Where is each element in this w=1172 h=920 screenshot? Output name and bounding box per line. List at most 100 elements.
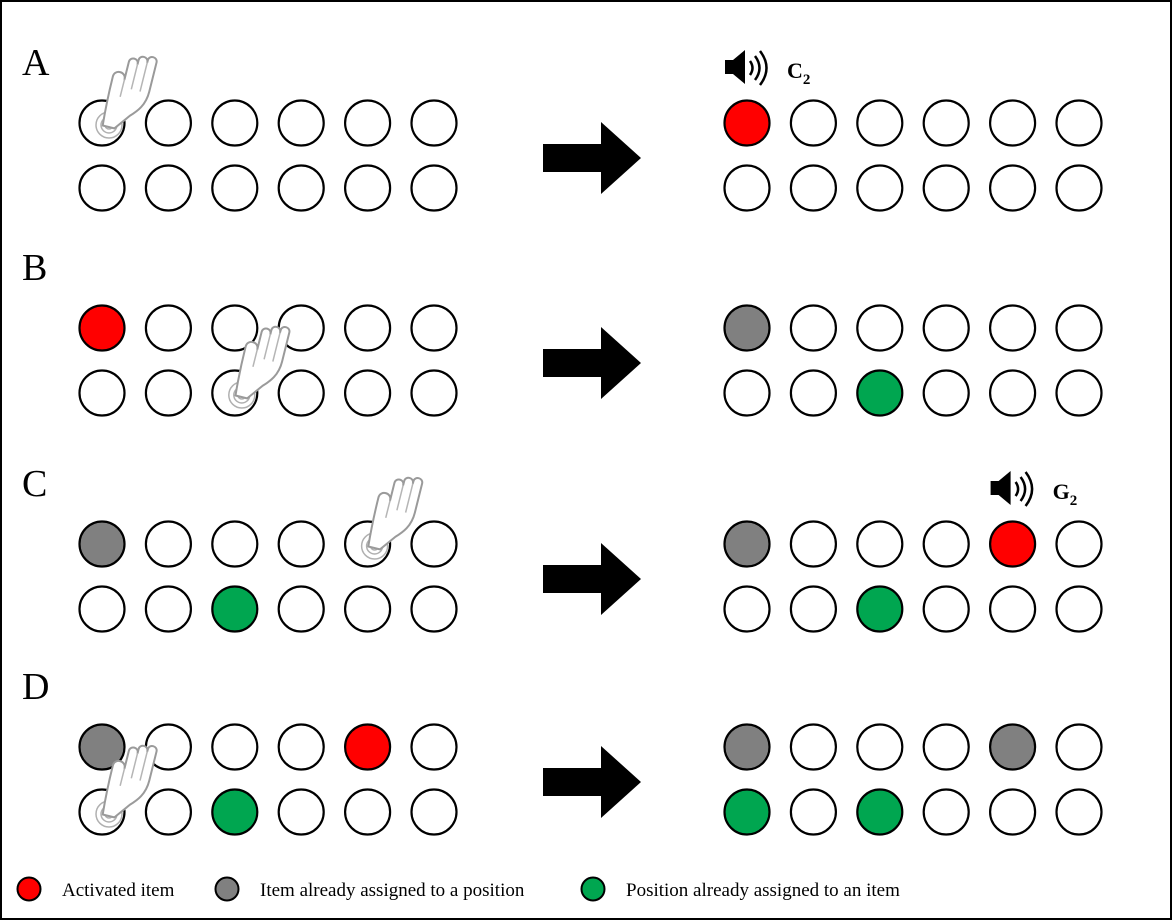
before-circle-r0-c3-empty [277,520,325,568]
note-label: G2 [1053,479,1078,509]
after-circle-r0-c2-empty [856,99,904,147]
after-circle-r0-c3-empty [922,723,970,771]
after-circle-r0-c3-empty [922,304,970,352]
after-circle-r1-c4-empty [988,369,1037,417]
legend-label: Position already assigned to an item [626,880,900,901]
after-grid [723,520,1103,633]
after-circle-r1-c1-empty [789,585,838,633]
after-circle-r1-c1-empty [789,164,838,212]
after-circle-r0-c4-empty [988,99,1037,147]
after-grid [723,723,1103,836]
before-circle-r1-c2-assigned_position [211,585,259,633]
before-circle-r1-c5-empty [410,369,458,417]
before-circle-r0-c2-empty [211,723,259,771]
before-circle-r0-c3-empty [277,723,325,771]
after-circle-r1-c3-empty [922,788,970,836]
after-grid [723,99,1103,212]
after-circle-r1-c0-assigned_position [723,788,771,836]
after-circle-r1-c5-empty [1055,164,1103,212]
after-circle-r0-c3-empty [922,520,970,568]
after-circle-r0-c4-assigned_item [988,723,1037,771]
panel-b: B [22,247,1103,417]
before-circle-r0-c1-empty [144,99,192,147]
panel-letter: C [22,463,47,505]
before-circle-r1-c3-empty [277,369,325,417]
before-circle-r1-c3-empty [277,788,325,836]
after-circle-r1-c4-empty [988,585,1037,633]
before-circle-r1-c1-empty [144,164,192,212]
before-circle-r1-c5-empty [410,585,458,633]
before-circle-r0-c1-empty [144,304,192,352]
after-circle-r0-c1-empty [789,723,838,771]
note-label: C2 [787,58,810,88]
after-circle-r0-c5-empty [1055,723,1103,771]
before-circle-r0-c0-assigned_item [78,520,126,568]
before-circle-r0-c1-empty [144,520,192,568]
after-circle-r1-c0-empty [723,585,771,633]
before-circle-r1-c2-assigned_position [211,788,259,836]
right-arrow-icon [543,746,641,818]
before-circle-r1-c0-empty [78,164,126,212]
after-circle-r0-c1-empty [789,99,838,147]
pointing-hand-icon [95,47,159,139]
before-grid [78,723,458,836]
after-circle-r0-c4-empty [988,304,1037,352]
after-circle-r1-c2-assigned_position [856,369,904,417]
after-circle-r1-c5-empty [1055,585,1103,633]
before-circle-r1-c3-empty [277,164,325,212]
after-circle-r0-c5-empty [1055,99,1103,147]
after-circle-r0-c2-empty [856,520,904,568]
after-circle-r1-c1-empty [789,788,838,836]
after-grid [723,304,1103,417]
speaker-icon [725,50,768,86]
legend-item-assigned_position: Position already assigned to an item [580,876,900,902]
before-circle-r1-c1-empty [144,369,192,417]
after-circle-r0-c4-activated [988,520,1037,568]
before-circle-r1-c5-empty [410,788,458,836]
legend-item-activated: Activated item [16,876,175,902]
panel-a: A C2 [22,42,1103,212]
after-circle-r1-c2-assigned_position [856,585,904,633]
legend-swatch [580,876,606,902]
pointing-hand-icon [228,317,292,409]
before-circle-r1-c4-empty [344,788,392,836]
before-circle-r0-c5-empty [410,99,458,147]
after-circle-r0-c0-assigned_item [723,723,771,771]
after-circle-r0-c1-empty [789,304,838,352]
before-circle-r0-c4-empty [344,304,392,352]
panel-c: C G2 [22,463,1103,633]
after-circle-r1-c3-empty [922,164,970,212]
after-circle-r0-c5-empty [1055,520,1103,568]
before-circle-r1-c1-empty [144,585,192,633]
legend-label: Item already assigned to a position [260,880,525,901]
panel-letter: B [22,247,47,289]
before-circle-r1-c4-empty [344,585,392,633]
before-circle-r0-c5-empty [410,304,458,352]
before-circle-r0-c4-activated [344,723,392,771]
right-arrow-icon [543,543,641,615]
right-arrow-icon [543,327,641,399]
legend-swatch [214,876,240,902]
before-circle-r0-c4-empty [344,99,392,147]
before-circle-r1-c3-empty [277,585,325,633]
before-circle-r0-c3-empty [277,99,325,147]
before-circle-r0-c5-empty [410,520,458,568]
after-circle-r1-c1-empty [789,369,838,417]
after-circle-r1-c5-empty [1055,369,1103,417]
after-circle-r1-c3-empty [922,369,970,417]
before-circle-r0-c2-empty [211,99,259,147]
before-circle-r0-c0-assigned_item [78,723,126,771]
panel-letter: D [22,666,49,708]
legend-item-assigned_item: Item already assigned to a position [214,876,525,902]
after-circle-r0-c2-empty [856,304,904,352]
panel-letter: A [22,42,50,84]
legend-label: Activated item [62,880,175,901]
after-circle-r1-c4-empty [988,164,1037,212]
before-grid [78,520,458,633]
right-arrow-icon [543,122,641,194]
after-circle-r1-c3-empty [922,585,970,633]
after-circle-r0-c0-assigned_item [723,304,771,352]
before-circle-r0-c2-empty [211,520,259,568]
after-circle-r0-c5-empty [1055,304,1103,352]
